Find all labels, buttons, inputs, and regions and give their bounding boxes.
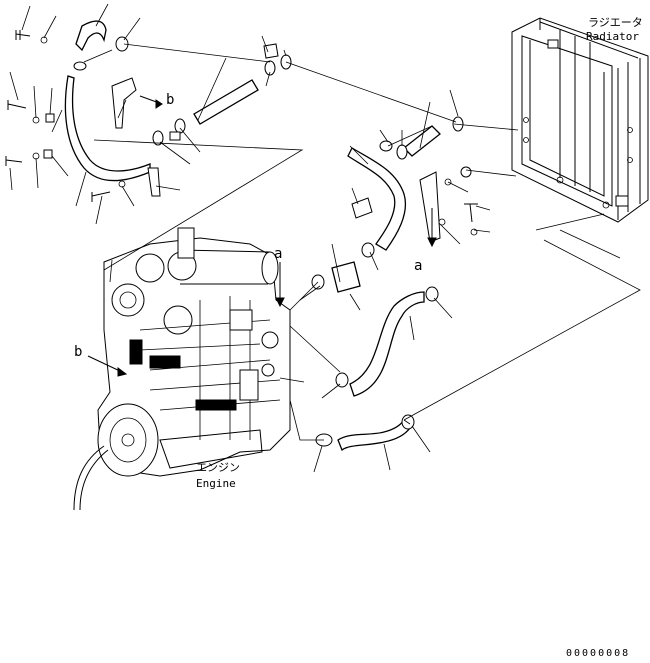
upper-left-hose-assembly <box>5 20 186 202</box>
ref-a-mid: a <box>414 258 422 274</box>
radiator-label-en: Radiator <box>586 30 639 43</box>
engine-label-en: Engine <box>196 477 236 490</box>
bottom-hose <box>315 414 415 452</box>
assembly-guide-lines <box>93 43 641 441</box>
leader-lines <box>9 3 491 473</box>
radiator-label-jp: ラジエータ <box>588 16 643 29</box>
ref-b-top: b <box>166 92 174 108</box>
ref-a-top: a <box>274 246 282 262</box>
lower-radiator-hose <box>335 286 439 397</box>
upper-radiator-hose <box>193 43 464 160</box>
middle-hose-assembly <box>311 147 478 293</box>
engine-label-jp: エンジン <box>196 461 240 474</box>
figure-code: 00000008 <box>566 648 630 659</box>
radiator <box>511 17 649 223</box>
ref-b-left: b <box>74 344 82 360</box>
engine <box>73 227 291 511</box>
